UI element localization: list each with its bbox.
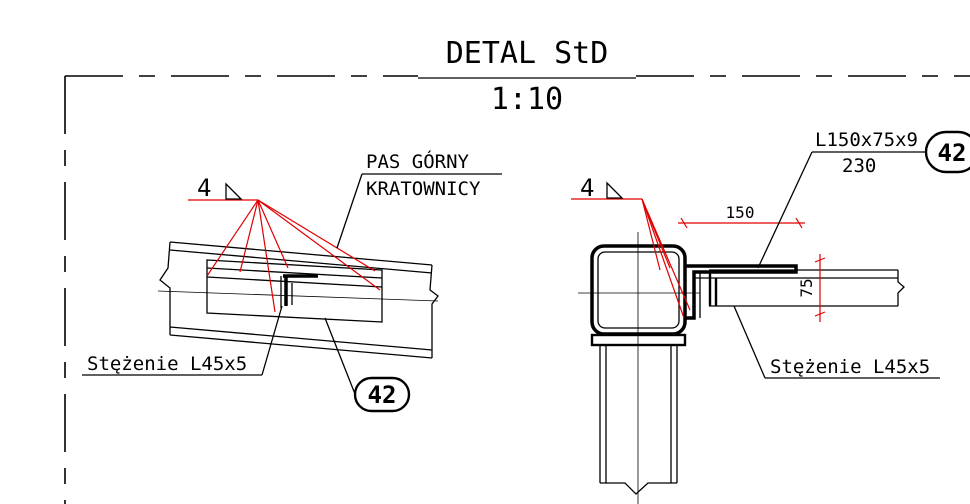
angle-profile-callout: L150x75x9 230 42	[757, 129, 970, 269]
weld-size-right: 4	[580, 174, 594, 202]
detail-boundary	[64, 75, 970, 504]
dimension-horizontal: 150	[678, 203, 805, 229]
weld-symbol-right: 4	[571, 174, 691, 319]
bracing-label-right: Stężenie L45x5	[770, 356, 930, 378]
detail-scale: 1:10	[491, 82, 563, 117]
column-section	[590, 232, 687, 504]
weld-leaders-right	[641, 198, 691, 319]
part-mark-bubble-left: 42	[324, 317, 411, 413]
chord-callout: PAS GÓRNY KRATOWNICY	[336, 149, 502, 249]
gusset-plate	[206, 259, 383, 323]
weld-leaders-left	[206, 199, 381, 313]
fillet-weld-icon	[225, 182, 243, 200]
dimension-75-label: 75	[797, 278, 816, 297]
bracing-member-right	[699, 269, 905, 318]
angle-length-label: 230	[842, 155, 876, 177]
detail-title: DETAL StD	[446, 36, 609, 71]
bracing-callout-left: Stężenie L45x5	[82, 305, 283, 376]
part-mark-oval-right	[924, 130, 970, 174]
bracing-label-left: Stężenie L45x5	[87, 353, 247, 375]
chord-box-section	[578, 244, 700, 336]
left-view: 4 PAS GÓRNY KRATOWNICY Stężenie L45x5	[82, 149, 502, 413]
weld-size-left: 4	[197, 174, 211, 202]
bracing-angle-left	[280, 274, 318, 308]
angle-profile-label: L150x75x9	[815, 129, 918, 151]
detail-title-block: DETAL StD 1:10	[418, 36, 636, 117]
dimension-vertical: 75	[797, 254, 826, 322]
fillet-weld-icon	[606, 181, 624, 199]
right-view: 4 150 75 L150x75x9 230	[571, 129, 970, 504]
connection-angle	[685, 264, 898, 320]
top-chord-member	[157, 241, 439, 359]
weld-symbol-left: 4	[188, 174, 381, 313]
part-mark-left: 42	[368, 381, 397, 409]
dimension-150-label: 150	[726, 203, 755, 222]
part-mark-oval-left	[353, 376, 411, 413]
part-mark-right: 42	[938, 139, 967, 167]
chord-label-line1: PAS GÓRNY	[366, 149, 470, 173]
bracing-callout-right: Stężenie L45x5	[733, 305, 940, 379]
chord-label-line2: KRATOWNICY	[366, 178, 481, 200]
